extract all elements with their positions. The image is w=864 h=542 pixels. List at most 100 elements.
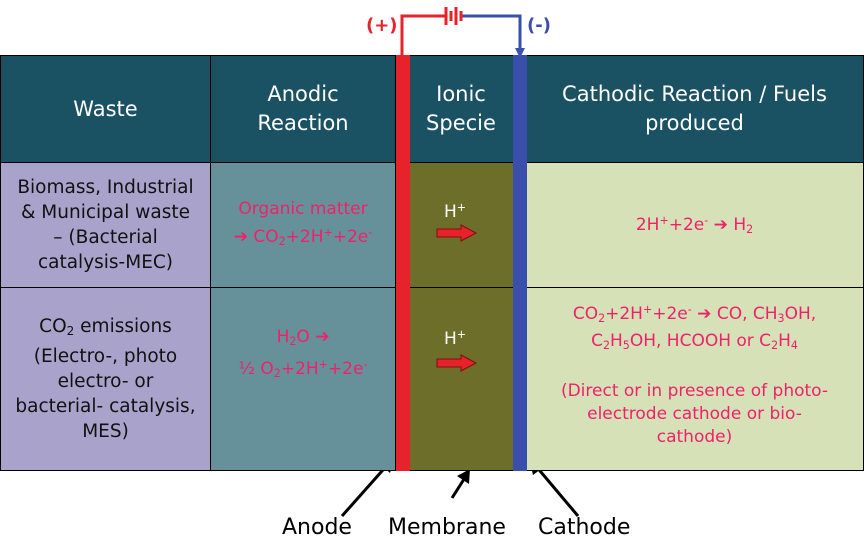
cathode-label: Cathode — [538, 515, 631, 540]
row2-waste-line4: bacterial- catalysis, — [15, 396, 196, 417]
text: ½ O — [238, 359, 274, 379]
reaction-arrow-glyph: ➔ — [315, 327, 330, 347]
text: OH, — [784, 304, 817, 324]
membrane-pointer-arrow — [450, 469, 470, 499]
row2-cathodic-note-line1: (Direct or in presence of photo- — [560, 381, 829, 401]
reaction-arrow-glyph: ➔ — [233, 226, 248, 247]
text: O — [296, 327, 316, 347]
row2-waste-line1: CO2 emissions — [39, 314, 172, 344]
row2-anodic-line1: H2O ➔ — [277, 326, 330, 353]
text: CO — [572, 304, 599, 324]
text: OH, HCOOH or C — [629, 331, 772, 351]
reaction-arrow-glyph: ➔ — [708, 215, 734, 235]
superscript: + — [318, 358, 328, 371]
superscript: + — [456, 328, 467, 341]
row1-ion-label: H+ — [444, 201, 466, 222]
subscript: 3 — [777, 312, 785, 325]
anode-label: Anode — [282, 515, 352, 540]
text: C — [591, 331, 603, 351]
text: +2H — [285, 226, 324, 247]
membrane-label: Membrane — [388, 515, 506, 540]
header-cathodic-line2: produced — [645, 111, 744, 135]
superscript: + — [323, 225, 333, 239]
row2-cathodic-note-line2: electrode cathode or bio- — [587, 404, 802, 424]
row2-anodic-reaction: H2O ➔ ½ O2+2H++2e- — [211, 288, 396, 470]
header-anodic-line2: Reaction — [257, 111, 349, 135]
row2-waste-line3: electro- or — [57, 371, 154, 392]
row1-cathodic-reaction: 2H++2e- ➔ H2 — [526, 163, 863, 287]
row1-waste-line4: catalysis-MEC) — [37, 252, 174, 273]
text: H — [733, 215, 747, 235]
row1-ionic-species: H+ — [396, 163, 526, 287]
header-cathodic: Cathodic Reaction / Fuels produced — [526, 56, 863, 162]
header-anodic-line1: Anodic — [267, 82, 339, 106]
header-divider — [1, 162, 863, 163]
subscript: 2 — [66, 324, 75, 338]
text: CO, CH — [716, 304, 778, 324]
text: CO — [247, 226, 279, 247]
row2-anodic-line2: ½ O2+2H++2e- — [239, 353, 368, 385]
negative-terminal-label: (-) — [527, 15, 551, 36]
text: H — [444, 329, 457, 349]
superscript: - — [687, 303, 692, 316]
text: 2H — [635, 215, 660, 235]
text: +2e — [668, 215, 705, 235]
subscript: 2 — [278, 234, 286, 248]
row1-waste-line1: Biomass, Industrial — [17, 177, 194, 198]
positive-wire — [400, 14, 446, 58]
text: +2e — [652, 304, 688, 324]
positive-terminal-label: (+) — [366, 15, 398, 36]
text: +2e — [332, 226, 369, 247]
row2-cathodic-line1: CO2+2H++2e- ➔ CO, CH3OH, — [573, 298, 816, 330]
subscript: 2 — [771, 339, 779, 352]
row2-cathodic-note-line3: cathode) — [656, 427, 733, 447]
text: H — [444, 202, 457, 222]
row2-ion-label: H+ — [444, 328, 466, 349]
header-ionic: Ionic Specie — [396, 56, 526, 162]
reaction-arrow-glyph: ➔ — [691, 304, 717, 324]
row1-anodic-line2: ➔ CO2+2H++2e- — [234, 221, 373, 253]
subscript: 2 — [598, 312, 606, 325]
row1-proton-arrow-icon — [436, 224, 478, 242]
superscript: - — [704, 214, 709, 227]
row2-cathodic-line2: C2H5OH, HCOOH or C2H4 — [591, 330, 798, 357]
subscript: 2 — [602, 339, 610, 352]
row1-waste-line3: – (Bacterial — [53, 227, 158, 248]
header-waste: Waste — [1, 56, 211, 162]
superscript: + — [456, 201, 467, 214]
header-ionic-line1: Ionic — [436, 82, 486, 106]
superscript: - — [363, 358, 368, 371]
header-cathodic-line1: Cathodic Reaction / Fuels — [562, 82, 827, 106]
row2-proton-arrow-icon — [436, 354, 478, 372]
row1-waste-line2: & Municipal waste — [20, 202, 190, 223]
text: emissions — [74, 316, 172, 337]
header-anodic: Anodic Reaction — [211, 56, 396, 162]
subscript: 2 — [746, 223, 754, 236]
text: H — [276, 327, 290, 347]
negative-wire — [460, 14, 522, 50]
row1-waste: Biomass, Industrial & Municipal waste – … — [1, 163, 211, 287]
row1-anodic-reaction: Organic matter ➔ CO2+2H++2e- — [211, 163, 396, 287]
text: H — [609, 331, 623, 351]
subscript: 4 — [790, 339, 798, 352]
row2-waste-line2: (Electro-, photo — [33, 346, 178, 367]
superscript: + — [659, 214, 669, 227]
text: +2H — [280, 359, 319, 379]
row2-waste: CO2 emissions (Electro-, photo electro- … — [1, 288, 211, 470]
battery-icon — [444, 7, 463, 25]
text: H — [778, 331, 791, 351]
subscript: 5 — [622, 339, 630, 352]
header-waste-text: Waste — [73, 96, 138, 121]
text: +2H — [605, 304, 643, 324]
row1-cathodic-line: 2H++2e- ➔ H2 — [636, 209, 753, 241]
header-ionic-line2: Specie — [426, 111, 496, 135]
row2-cathodic-reaction: CO2+2H++2e- ➔ CO, CH3OH, C2H5OH, HCOOH o… — [526, 288, 863, 470]
row1-anodic-line1: Organic matter — [238, 198, 368, 219]
text: +2e — [327, 359, 364, 379]
negative-wire-arrowhead — [515, 48, 525, 58]
anode-electrode — [396, 55, 410, 471]
row2-waste-line5: MES) — [82, 421, 129, 442]
row2-ionic-species: H+ — [396, 288, 526, 470]
row-divider — [1, 287, 863, 288]
cathode-electrode — [513, 55, 527, 471]
